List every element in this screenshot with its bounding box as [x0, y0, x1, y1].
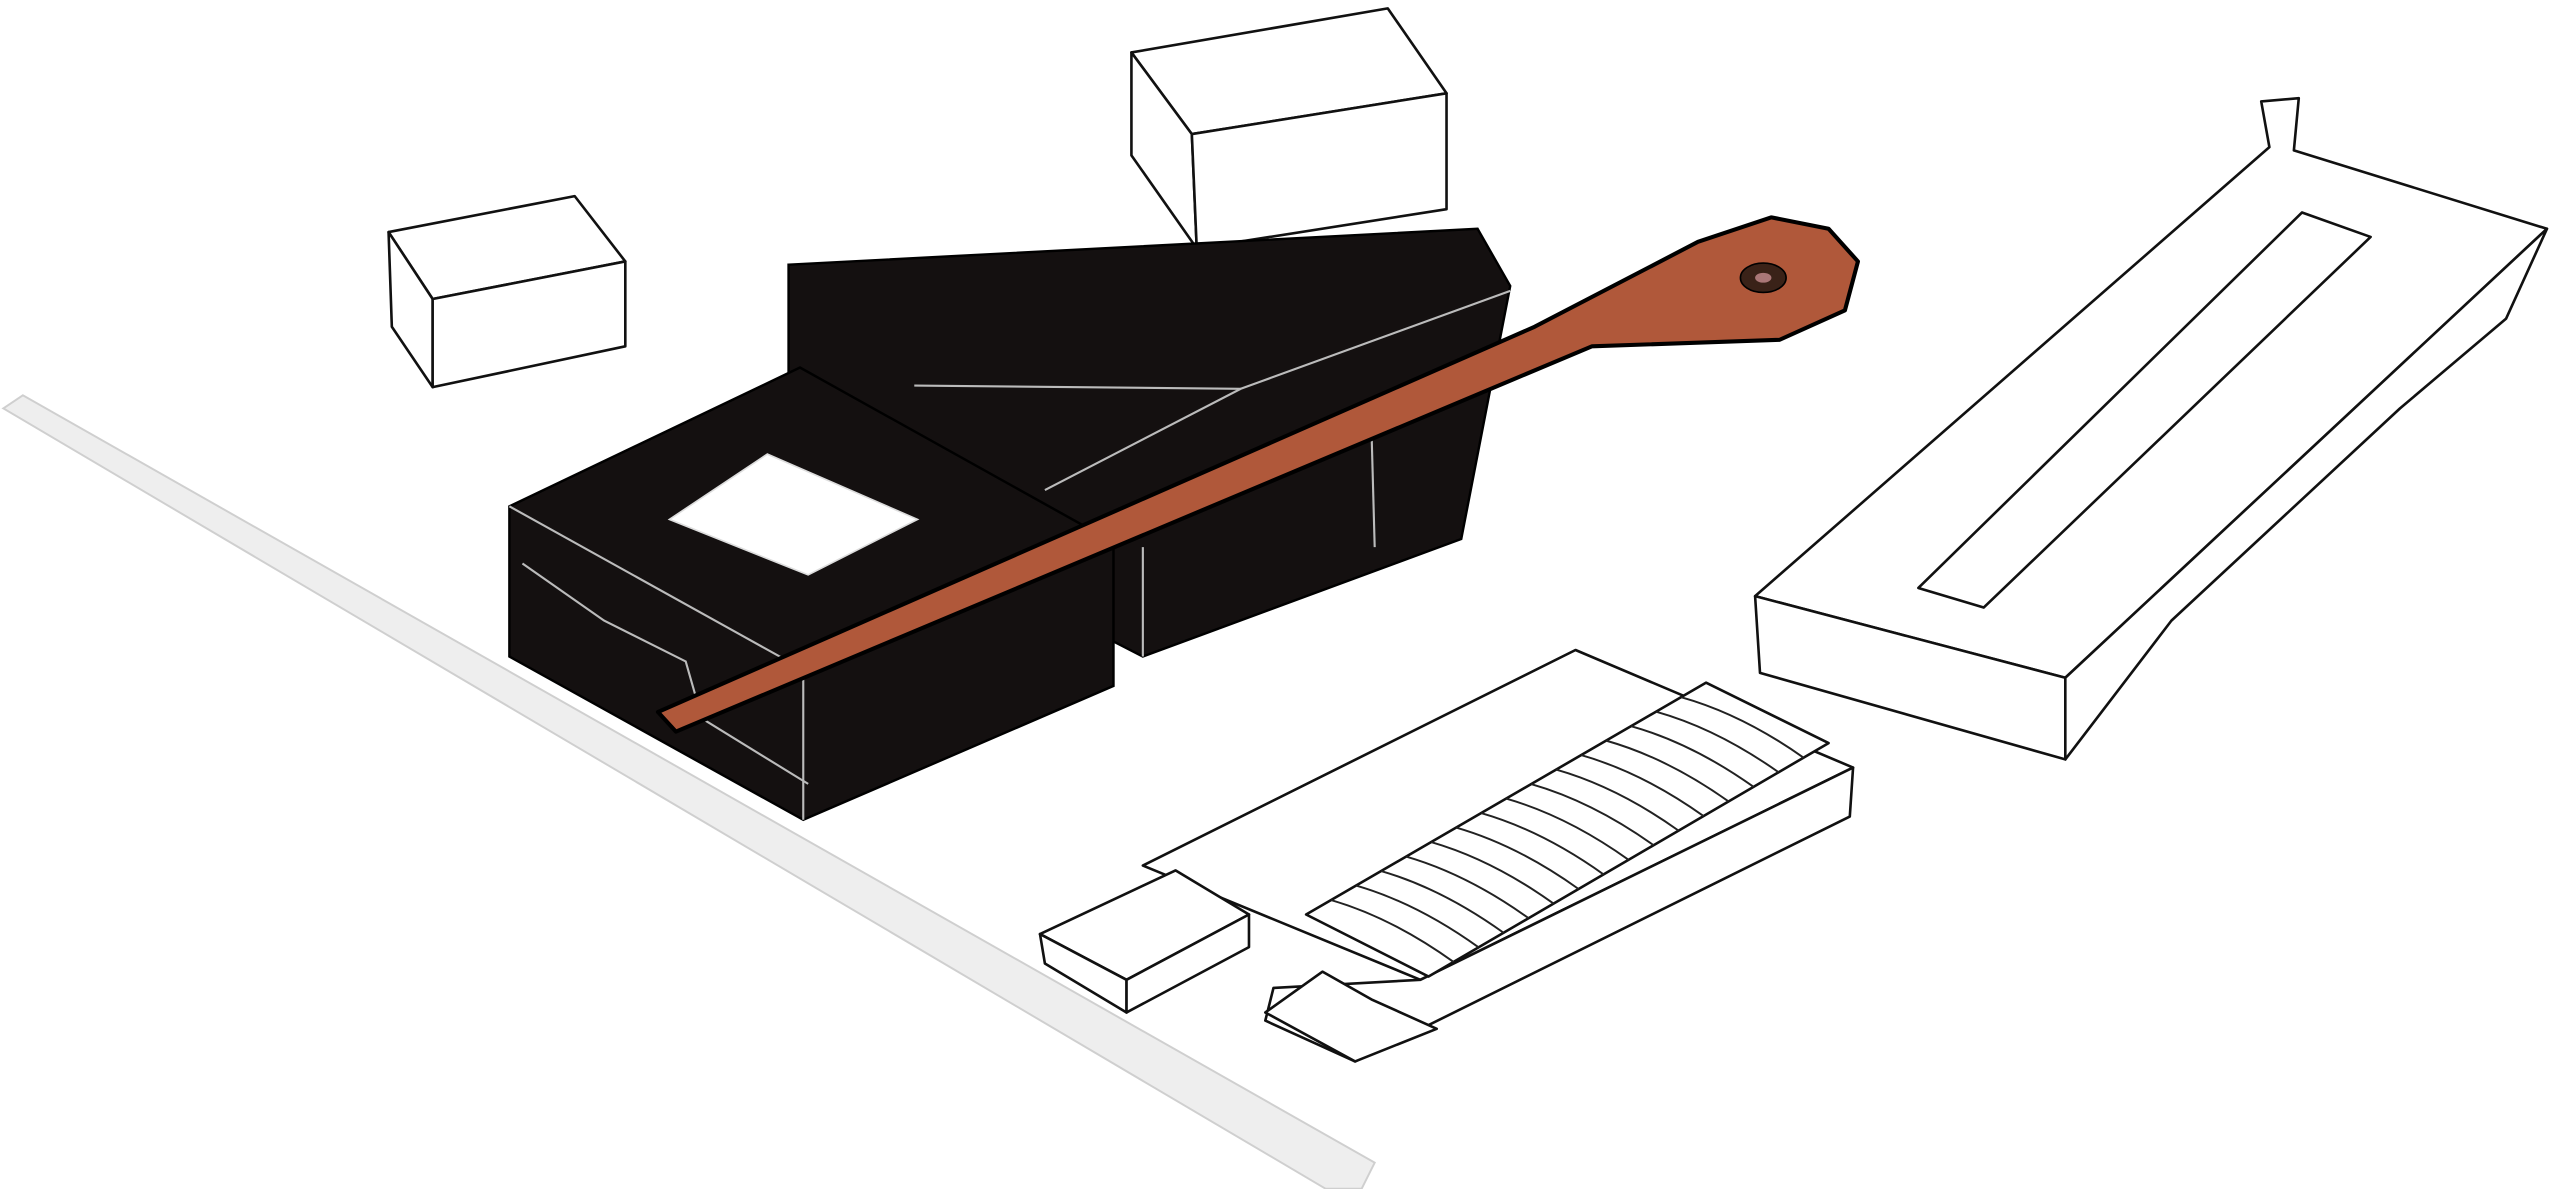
long-building-right	[1753, 96, 2549, 761]
rib-line	[1655, 710, 1780, 774]
rib-line	[1430, 841, 1555, 905]
road-strip	[1, 394, 1376, 1189]
rib-line	[1480, 812, 1605, 876]
rib-line	[1455, 826, 1580, 890]
rib-line	[1630, 725, 1755, 788]
rib-line	[1380, 870, 1505, 934]
rib-line	[1405, 855, 1530, 919]
rib-line	[1680, 696, 1805, 759]
skylight-window	[667, 453, 920, 576]
rib-line	[1355, 884, 1480, 949]
rib-line	[1580, 754, 1705, 817]
ribbed-element	[1304, 681, 1830, 978]
copper-lever	[655, 215, 1860, 734]
rib-line	[1555, 768, 1680, 832]
rib-line	[1605, 739, 1730, 803]
rib-line	[1505, 797, 1630, 861]
small-box-left	[387, 194, 627, 389]
small-house	[1038, 869, 1439, 1063]
rib-line	[1530, 783, 1655, 847]
box-top	[1130, 7, 1448, 250]
rib-line	[1330, 899, 1455, 963]
